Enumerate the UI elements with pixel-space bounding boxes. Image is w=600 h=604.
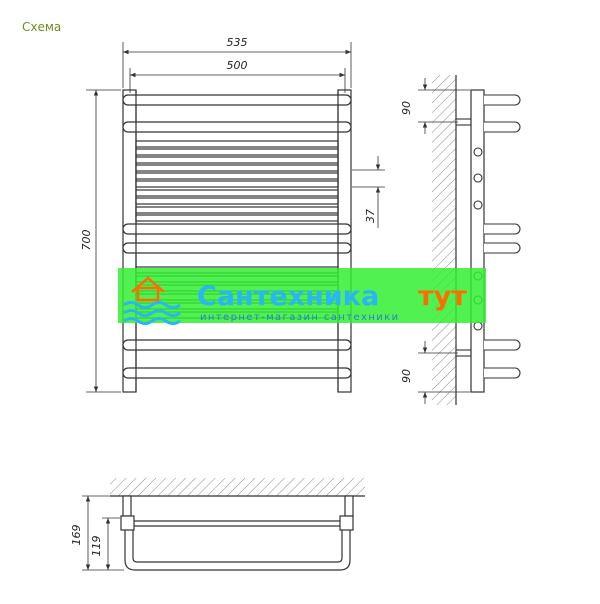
width-dimensions	[122, 42, 352, 93]
plan-left-bracket	[122, 495, 132, 517]
front-rung-long	[122, 121, 352, 133]
watermark-accent: тут	[418, 281, 467, 312]
plan-left-tube	[120, 515, 135, 531]
side-dimensions	[418, 78, 470, 404]
side-view	[432, 75, 521, 405]
front-rung-short	[135, 156, 339, 164]
side-rung	[484, 223, 521, 235]
dim-rung-spacing: 37	[364, 209, 377, 223]
front-rung-long	[122, 367, 352, 379]
front-rung-short	[135, 172, 339, 180]
diagram-title: Схема	[22, 20, 62, 34]
side-rung	[484, 121, 521, 133]
dim-overall-width: 535	[227, 36, 248, 49]
watermark-brand: Сантехника	[197, 281, 379, 312]
front-rung-short	[135, 148, 339, 156]
front-rung-short	[135, 206, 339, 214]
side-rung-end	[473, 200, 483, 210]
front-view	[122, 89, 352, 393]
watermark-tagline: интернет-магазин сантехники	[200, 312, 400, 323]
plan-right-bracket	[344, 495, 354, 517]
rung-spacing-dimension	[352, 156, 385, 228]
plan-wall-hatch	[110, 478, 365, 496]
watermark: Сантехника тут интернет-магазин сантехни…	[118, 268, 486, 325]
side-rung	[484, 242, 521, 254]
house-logo	[131, 276, 165, 302]
plan-right-tube	[339, 515, 354, 531]
front-rung-long	[122, 223, 352, 235]
wall-hatch	[432, 75, 456, 405]
side-rung-end	[473, 173, 483, 183]
dim-inner-width: 500	[227, 59, 248, 72]
plan-loop	[124, 530, 351, 571]
front-rung-long	[122, 94, 352, 106]
side-rung	[484, 339, 521, 351]
side-rung-end	[473, 147, 483, 157]
waves-logo	[123, 301, 181, 325]
front-rung-short	[135, 214, 339, 222]
dim-side-bottom: 90	[400, 369, 413, 383]
dim-side-top: 90	[400, 101, 413, 115]
side-rungs	[484, 94, 521, 379]
bottom-bracket	[455, 349, 472, 357]
front-rung-long	[122, 242, 352, 254]
dim-plan-total: 169	[70, 525, 83, 546]
side-rung	[484, 94, 521, 106]
side-rung-end	[473, 321, 483, 331]
side-rung	[484, 367, 521, 379]
side-upright	[470, 89, 485, 393]
front-rung-short	[135, 164, 339, 172]
front-rungs	[122, 90, 352, 392]
front-rung-short	[135, 180, 339, 188]
front-rung-long	[122, 339, 352, 351]
dim-plan-inner: 119	[90, 536, 103, 557]
dim-height: 700	[80, 230, 93, 251]
height-dimension	[86, 89, 121, 393]
plan-view	[82, 478, 365, 571]
front-rung-short	[135, 189, 339, 197]
front-rung-short	[135, 140, 339, 148]
front-rung-short	[135, 197, 339, 205]
top-bracket	[455, 118, 472, 126]
